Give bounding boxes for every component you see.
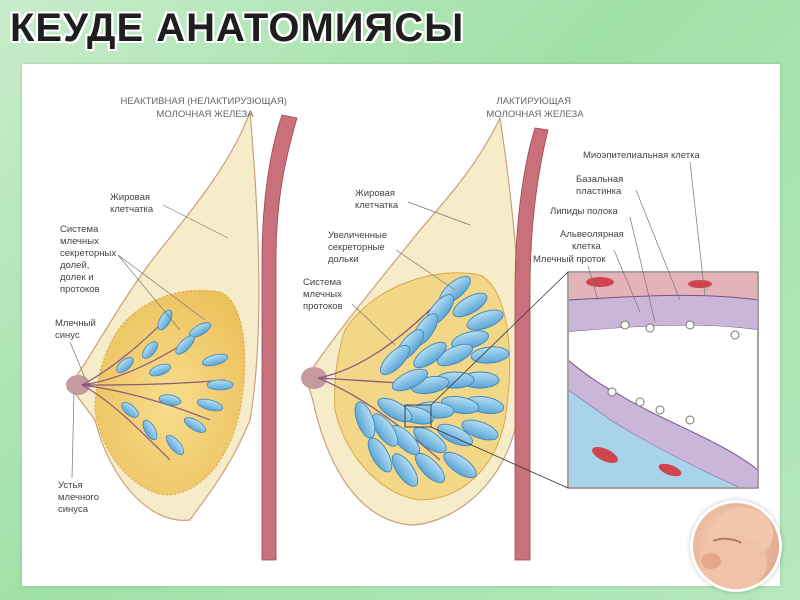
enlarged-lobule [443, 451, 477, 479]
alveolus-detail: Миоэпителиальная клетка Базальная пласти… [533, 150, 759, 489]
alveolar-cell-label: Альвеолярная клетка [560, 229, 626, 252]
lactating-lobules [354, 275, 510, 487]
inactive-header: НЕАКТИВНАЯ (НЕЛАКТИРУЗЮЩАЯ) МОЛОЧНАЯ ЖЕЛ… [120, 96, 289, 120]
detail-lumen [569, 325, 757, 470]
lactating-lobules-label: Увеличенные секреторные дольки [328, 230, 390, 265]
zoom-region-marker [404, 404, 432, 428]
enlarged-lobule [461, 419, 499, 441]
enlarged-lobule [371, 413, 399, 447]
lactating-ducts-label: Система млечных протоков [303, 277, 344, 312]
enlarged-lobule [391, 453, 419, 487]
lactating-gland: ЛАКТИРУЮЩАЯ МОЛОЧНАЯ ЖЕЛЕЗА Жировая клет… [301, 96, 584, 561]
lactating-header: ЛАКТИРУЮЩАЯ МОЛОЧНАЯ ЖЕЛЕЗА [486, 96, 584, 120]
inactive-lobules [116, 309, 234, 456]
lactating-nipple [301, 367, 327, 389]
inactive-system-label: Система млечных секреторных долей, долек… [60, 224, 119, 295]
enlarged-lobule [466, 309, 504, 331]
enlarged-lobule [413, 426, 447, 454]
basal-lamina-label: Базальная пластинка [576, 174, 626, 197]
inactive-sinus-label: Млечный синус [55, 318, 98, 341]
milk-duct-label: Млечный проток [533, 254, 606, 265]
enlarged-lobule [437, 423, 473, 447]
inactive-glandular-fat [94, 289, 246, 496]
enlarged-lobule [379, 344, 411, 376]
enlarged-lobule [452, 292, 488, 318]
baby-photo [690, 500, 782, 592]
inactive-nipple [66, 375, 90, 395]
inactive-mouth-label: Устья млечного синуса [58, 480, 102, 515]
inactive-fat-label: Жировая клетчатка [110, 192, 154, 215]
lactating-chest-muscle [514, 127, 549, 561]
enlarged-lobule [367, 437, 393, 473]
lipid-droplets [607, 320, 740, 425]
enlarged-lobule [354, 401, 376, 439]
myoepithelial-label: Миоэпителиальная клетка [583, 150, 700, 161]
detail-connective-top [569, 273, 757, 300]
enlarged-lobule [414, 452, 446, 484]
lipids-label: Липиды полока [550, 206, 619, 217]
enlarged-lobule [413, 341, 447, 369]
slide-title: КЕУДЕ АНАТОМИЯСЫ [10, 6, 465, 50]
baby-face-icon [699, 507, 773, 589]
enlarged-lobule [437, 343, 473, 367]
enlarged-lobule [392, 368, 428, 392]
inactive-gland: НЕАКТИВНАЯ (НЕЛАКТИРУЗЮЩАЯ) МОЛОЧНАЯ ЖЕЛ… [55, 96, 298, 561]
lactating-fat-label: Жировая клетчатка [355, 188, 399, 211]
enlarged-lobule [470, 346, 510, 364]
inactive-chest-muscle [261, 114, 298, 561]
enlarged-lobule [377, 397, 413, 423]
